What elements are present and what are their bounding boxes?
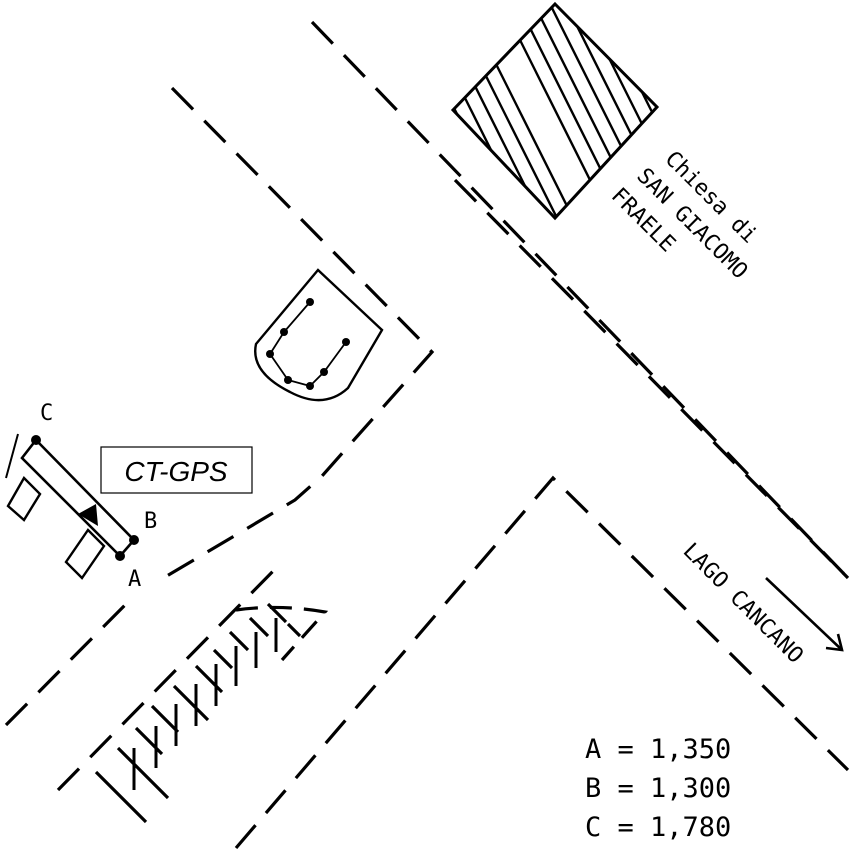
lower-road-edge <box>4 598 132 727</box>
legend-row-a: A = 1,350 <box>585 734 731 765</box>
legend-row-c: C = 1,780 <box>585 812 731 843</box>
point-label-b: B <box>144 509 157 534</box>
point-label-a: A <box>128 567 141 592</box>
south-road-edge <box>56 560 284 792</box>
direction-label: LAGO CANCANO <box>678 539 808 669</box>
main-road-edge-north <box>310 20 850 580</box>
monument-outline <box>254 268 384 402</box>
gps-station-structure <box>5 433 139 580</box>
point-label-c: C <box>40 401 53 426</box>
main-road-edge-mid <box>453 178 850 580</box>
station-label: CT-GPS <box>124 456 228 487</box>
arrow-down-right-icon <box>765 577 844 652</box>
triangle-marker-icon <box>78 504 98 526</box>
station-label-box: CT-GPS <box>100 446 253 494</box>
legend-row-b: B = 1,300 <box>585 773 731 804</box>
direction-label-group: LAGO CANCANO <box>678 539 808 669</box>
parking-lot <box>94 602 329 824</box>
church-label-group: Chiesa di SAN GIACOMO FRAELE <box>606 147 762 285</box>
junction-road-edge <box>234 475 850 850</box>
elevation-legend: A = 1,350 B = 1,300 C = 1,780 <box>585 734 731 843</box>
side-road-edge-west <box>159 86 435 582</box>
